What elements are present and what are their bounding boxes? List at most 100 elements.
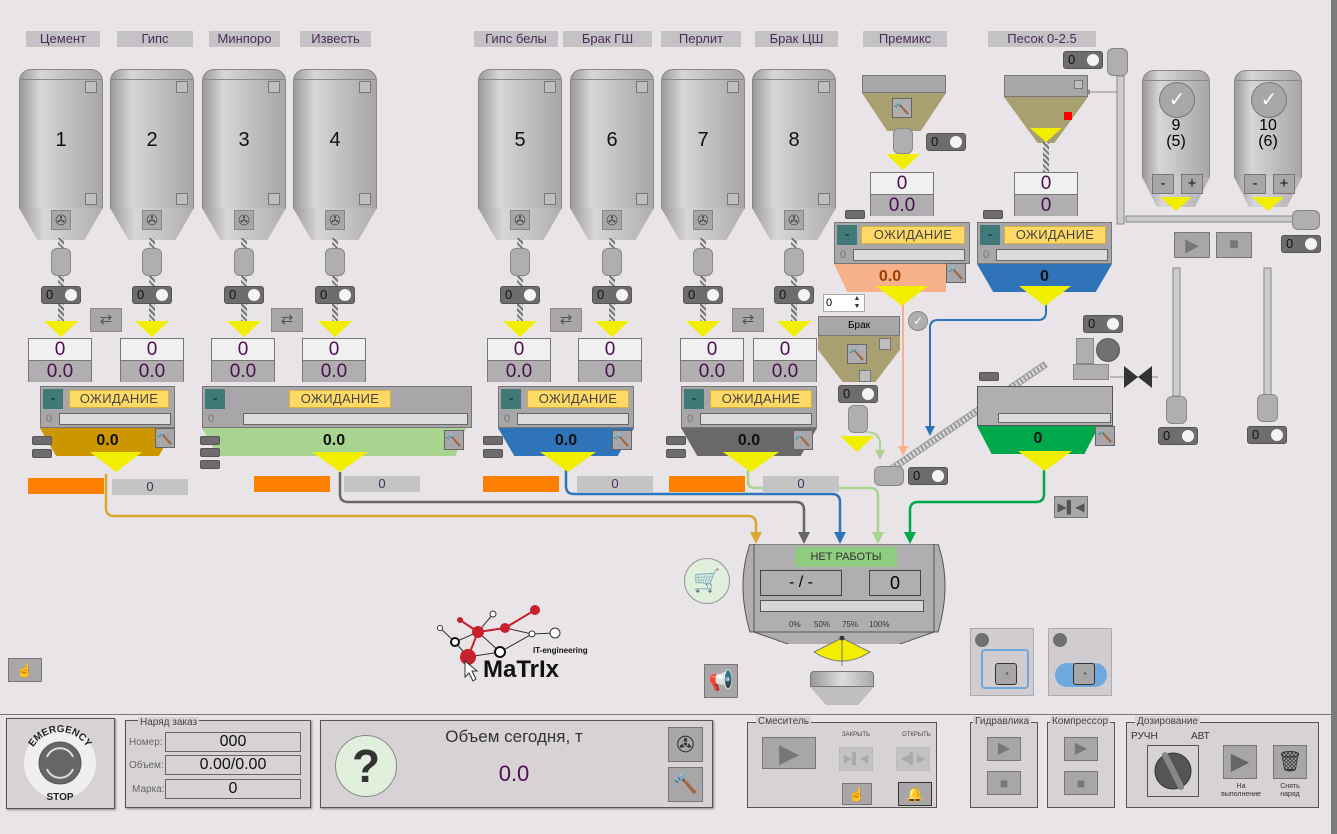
discharge-triangle [723,452,779,472]
valve-icon[interactable] [1110,364,1158,390]
aerator-fan-icon[interactable]: ✇ [510,210,530,230]
silo-9[interactable]: ✓ 9 (5) - + [1142,70,1210,215]
silo-minus-button[interactable]: - [1244,174,1266,194]
scale-status: ОЖИДАНИЕ [1004,226,1106,244]
wrench-icon[interactable]: 🔨 [1095,426,1115,446]
check-icon[interactable]: ✓ [908,311,928,331]
siren-button[interactable]: 🔔 [898,782,932,806]
auger-toggle[interactable]: 0 [1281,235,1321,253]
spinner-arrows[interactable]: ▲▼ [853,295,861,310]
wheelbarrow-icon[interactable]: 🛒 [684,558,730,604]
swap-silos-button[interactable]: ⇄ [90,308,122,332]
feeder-toggle[interactable]: 0 [500,286,540,304]
silo-10[interactable]: ✓ 10 (6) - + [1234,70,1302,215]
wrench-icon[interactable]: 🔨 [793,430,813,450]
hydraulics-title: Гидравлика [973,716,1032,727]
sand-auger-toggle[interactable]: 0 [1063,51,1103,69]
wrench-icon[interactable]: 🔨 [946,263,966,283]
feeder-toggle[interactable]: 0 [683,286,723,304]
swap-silos-button[interactable]: ⇄ [550,308,582,332]
hydraulic-pump-icon[interactable]: ◔ [970,628,1034,696]
emergency-stop-button[interactable]: EMERGENCY STOP [7,719,114,808]
megaphone-icon[interactable]: 📢 [704,664,738,698]
stop-button[interactable]: ■ [1216,232,1252,258]
indicator [979,372,999,381]
check-icon[interactable]: ✓ [1251,82,1287,118]
aerator-fan-icon[interactable]: ✇ [784,210,804,230]
aerator-fan-icon[interactable]: ✇ [142,210,162,230]
compressor-start-button[interactable]: ▶ [1064,737,1098,761]
cancel-order-button[interactable]: 🗑 [1273,745,1307,779]
help-icon[interactable]: ? [335,735,397,797]
wrench-icon[interactable]: 🔨 [892,98,912,118]
collector-toggle[interactable]: 0 [908,467,948,485]
scale-minus-button[interactable]: - [837,225,857,245]
auger-shaft [700,238,706,250]
aerator-fan-icon[interactable]: ✇ [602,210,622,230]
silo-2[interactable]: 2✇ [110,69,194,240]
gate-open-button[interactable]: ◀▌▶ [896,747,930,771]
silo-8[interactable]: 8✇ [752,69,836,240]
feeder-toggle[interactable]: 0 [224,286,264,304]
feeder-toggle[interactable]: 0 [774,286,814,304]
check-icon[interactable]: ✓ [1159,82,1195,118]
scale-minus-button[interactable]: - [43,389,63,409]
aerator-fan-icon[interactable]: ✇ [325,210,345,230]
swap-silos-button[interactable]: ⇄ [271,308,303,332]
level-sensor-low [268,193,280,205]
scale-minus-button[interactable]: - [205,389,225,409]
silo-1[interactable]: 1✇ [19,69,103,240]
mode-selector-switch[interactable] [1147,745,1199,797]
hydraulics-start-button[interactable]: ▶ [987,737,1021,761]
feeder-toggle[interactable]: 0 [592,286,632,304]
swap-silos-button[interactable]: ⇄ [732,308,764,332]
flow-bar-orange [483,476,559,492]
execute-button[interactable]: ▶ [1223,745,1257,779]
mixer-start-button[interactable]: ▶ [762,737,816,769]
scale-minus-button[interactable]: - [684,389,704,409]
pump-base [1073,364,1109,380]
silo-plus-button[interactable]: + [1273,174,1295,194]
silo-5[interactable]: 5✇ [478,69,562,240]
manual-hand-button[interactable]: ☝ [842,783,872,805]
bar-zero-label: 0 [46,413,53,425]
feeder-toggle[interactable]: 0 [1158,427,1198,445]
scale-progress-bar [517,413,629,425]
scale-minus-button[interactable]: - [980,225,1000,245]
brak-toggle[interactable]: 0 [838,385,878,403]
auger-shaft [241,238,247,250]
feeder-toggle[interactable]: 0 [132,286,172,304]
compressor-stop-button[interactable]: ■ [1064,771,1098,795]
water-toggle[interactable]: 0 [1083,315,1123,333]
aerator-fan-icon[interactable]: ✇ [234,210,254,230]
compressor-icon[interactable]: ◔ [1048,628,1112,696]
feeder-toggle[interactable]: 0 [315,286,355,304]
silo-7[interactable]: 7✇ [661,69,745,240]
start-button[interactable]: ▶ [1174,232,1210,258]
aerator-fan-icon[interactable]: ✇ [693,210,713,230]
aerator-fan-icon[interactable]: ✇ [51,210,71,230]
gate-close-button[interactable]: ▶▌◀ [839,747,873,771]
manual-hand-button[interactable]: ☝ [8,658,42,682]
silo-3[interactable]: 3✇ [202,69,286,240]
wrench-icon[interactable]: 🔨 [847,344,867,364]
hydraulics-stop-button[interactable]: ■ [987,771,1021,795]
hammer-button[interactable]: 🔨 [668,767,703,802]
feeder-toggle[interactable]: 0 [41,286,81,304]
silo-plus-button[interactable]: + [1181,174,1203,194]
wrench-icon[interactable]: 🔨 [612,430,632,450]
premix-toggle[interactable]: 0 [926,133,966,151]
silo-4[interactable]: 4✇ [293,69,377,240]
today-volume-panel: ? Объем сегодня, т 0.0 ✇ 🔨 [320,720,713,808]
wrench-icon[interactable]: 🔨 [155,428,175,448]
scale-minus-button[interactable]: - [501,389,521,409]
silo-6[interactable]: 6✇ [570,69,654,240]
feeder-toggle[interactable]: 0 [1247,426,1287,444]
brak-spinner-input[interactable]: 0 [823,294,865,312]
fan-cycle-button[interactable]: ✇ [668,727,703,762]
wrench-icon[interactable]: 🔨 [444,430,464,450]
gate-close-icon[interactable]: ▶▌◀ [1054,496,1088,518]
actual-value: 0.0 [29,361,91,382]
silo-minus-button[interactable]: - [1152,174,1174,194]
